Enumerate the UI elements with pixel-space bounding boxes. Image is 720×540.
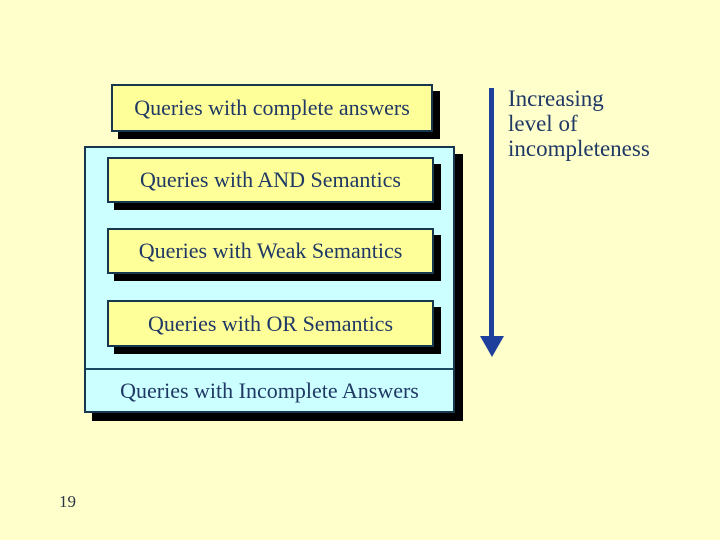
- box-or-semantics-label: Queries with OR Semantics: [147, 310, 394, 336]
- slide-page-number: 19: [59, 492, 76, 511]
- box-incomplete-answers-container: Queries with AND Semantics Queries with …: [84, 146, 455, 413]
- box-incomplete-answers-label: Queries with Incomplete Answers: [120, 377, 419, 403]
- increasing-incompleteness-arrow-line: [489, 88, 494, 337]
- divider-line: [86, 368, 453, 370]
- arrow-caption-line-1: Increasing: [508, 86, 604, 111]
- arrow-caption-line-3: incompleteness: [508, 136, 650, 161]
- arrow-caption-line-2: level of: [508, 111, 578, 136]
- arrow-down-icon: [480, 336, 504, 357]
- box-complete-answers-label: Queries with complete answers: [134, 95, 410, 120]
- box-complete-answers: Queries with complete answers: [111, 84, 433, 132]
- box-weak-semantics-label: Queries with Weak Semantics: [138, 238, 403, 263]
- box-and-semantics-label: Queries with AND Semantics: [140, 167, 401, 192]
- box-or-semantics: Queries with OR Semantics: [107, 300, 434, 347]
- box-weak-semantics: Queries with Weak Semantics: [107, 228, 434, 274]
- arrow-caption: Increasing level of incompleteness: [508, 86, 688, 161]
- box-and-semantics: Queries with AND Semantics: [107, 157, 434, 203]
